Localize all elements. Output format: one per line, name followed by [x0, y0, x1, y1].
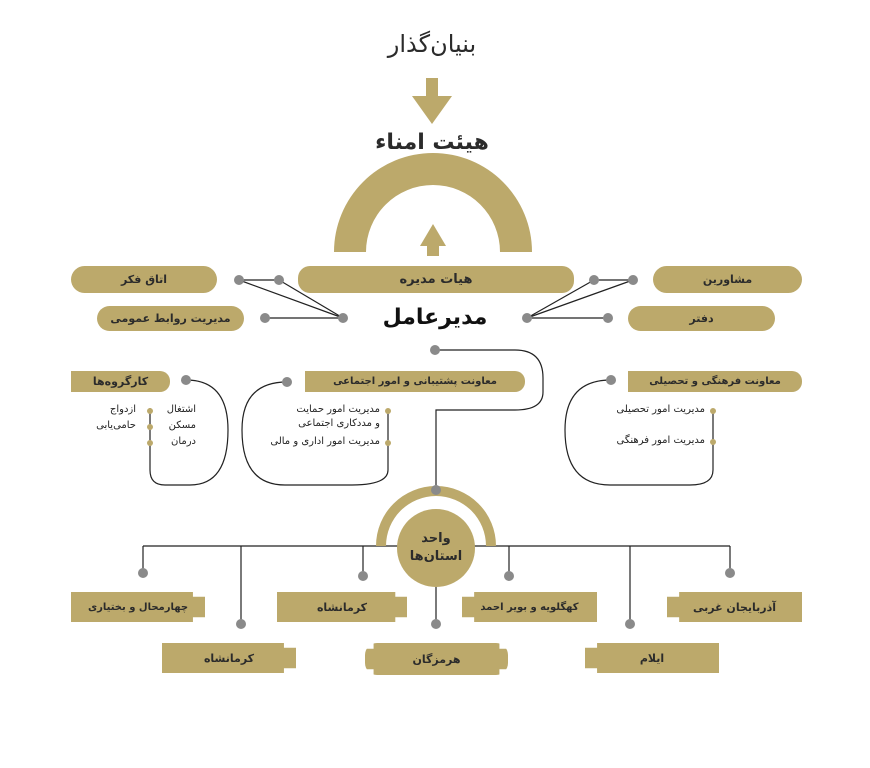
think-tank-box[interactable]: اتاق فکر — [71, 266, 217, 293]
provinces-ring — [376, 486, 496, 546]
province-azerbaijan[interactable]: آذربایجان غربی — [667, 592, 802, 622]
support-item-admin: مدیریت امور اداری و مالی — [270, 436, 380, 447]
public-relations-box[interactable]: مدیریت روابط عمومی — [97, 306, 244, 331]
support-deputy-box[interactable]: معاونت پشتیبانی و امور اجتماعی — [305, 371, 525, 392]
provinces-unit-circle[interactable]: واحد استان‌ها — [397, 509, 475, 587]
province-chaharmahal[interactable]: چهارمحال و بختیاری — [71, 592, 205, 622]
ceo-title: مدیرعامل — [382, 305, 488, 330]
left-top-connectors — [142, 279, 731, 624]
item-dots — [147, 408, 716, 446]
support-item-welfare-2: و مددکاری اجتماعی — [298, 418, 380, 429]
board-box[interactable]: هیات مدیره — [298, 266, 574, 293]
wg-item-sponsorship: حامی‌یابی — [96, 420, 136, 431]
founder-title: بنیان‌گذار — [387, 30, 477, 58]
working-groups-box[interactable]: کارگروه‌ها — [71, 371, 170, 392]
arch-shape — [334, 153, 532, 252]
office-box[interactable]: دفتر — [628, 306, 775, 331]
provinces-unit-line1: واحد — [421, 531, 451, 546]
trustees-title: هیئت امناء — [375, 130, 489, 155]
wg-item-medical: درمان — [170, 436, 196, 447]
down-arrow-icon — [412, 78, 452, 124]
culture-item-education: مدیریت امور تحصیلی — [616, 404, 705, 415]
province-ilam[interactable]: ایلام — [585, 643, 719, 673]
support-item-welfare-1: مدیریت امور حمایت — [296, 404, 380, 415]
culture-item-culture: مدیریت امور فرهنگی — [616, 435, 705, 446]
up-arrow-icon — [420, 224, 446, 256]
wg-item-marriage: ازدواج — [109, 404, 136, 415]
province-kohgiluyeh[interactable]: کهگلویه و بویر احمد — [462, 592, 597, 622]
wg-item-employment: اشتغال — [166, 404, 196, 415]
province-kermanshah-bottom[interactable]: کرمانشاه — [162, 643, 296, 673]
province-hormozgan[interactable]: هرمزگان — [365, 643, 508, 675]
connector-dots — [138, 275, 735, 629]
culture-deputy-box[interactable]: معاونت فرهنگی و تحصیلی — [628, 371, 802, 392]
wg-item-housing: مسکن — [168, 420, 196, 431]
province-kermanshah-top[interactable]: کرمانشاه — [277, 592, 407, 622]
provinces-unit-line2: استان‌ها — [409, 549, 463, 564]
advisors-box[interactable]: مشاورین — [653, 266, 802, 293]
